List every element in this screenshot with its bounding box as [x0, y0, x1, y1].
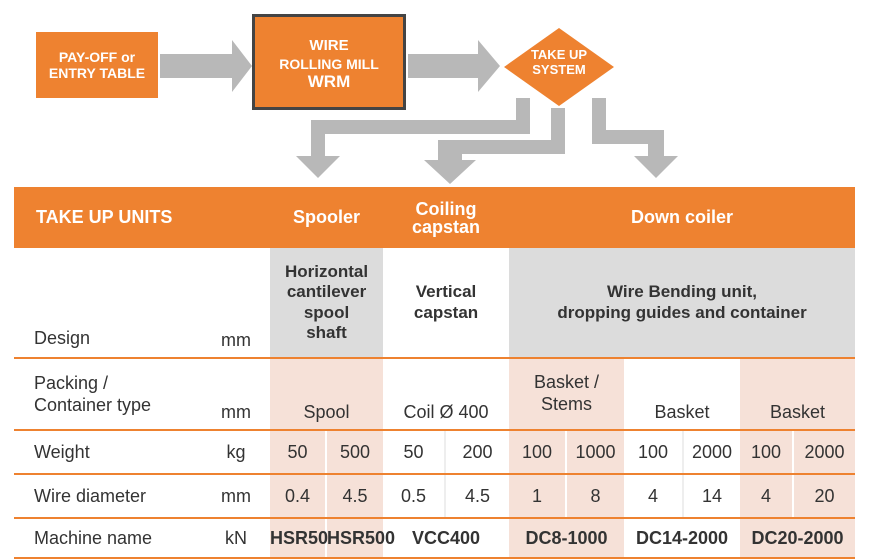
arrow-wrm-to-takeup	[408, 40, 500, 92]
weight-cell: 2000	[793, 430, 856, 475]
diameter-cell: 8	[566, 474, 625, 519]
design-capstan: Vertical capstan	[383, 248, 510, 359]
packing-basket-stems-1: Basket /	[534, 372, 600, 393]
takeup-label: TAKE UP SYSTEM	[502, 47, 616, 78]
arrow-to-spooler	[296, 98, 530, 178]
wrm-label-1: WIRE	[309, 37, 349, 54]
design-capstan-1: Vertical	[415, 282, 477, 302]
diameter-row: Wire diameter mm 0.4 4.5 0.5 4.5 1 8 4 1…	[14, 474, 856, 519]
machine-row: Machine name kN HSR50 HSR500 VCC400 DC8-…	[14, 518, 856, 559]
design-label: Design	[14, 248, 202, 359]
design-down: Wire Bending unit, dropping guides and c…	[509, 248, 856, 359]
wrm-box: WIRE ROLLING MILL WRM	[252, 14, 406, 110]
packing-spool-text: Spool	[303, 402, 350, 422]
packing-basket-stems: Basket / Stems	[509, 358, 625, 431]
design-spooler-2: cantilever	[286, 282, 367, 302]
design-unit-text: mm	[221, 330, 251, 350]
diameter-label: Wire diameter	[14, 474, 202, 519]
design-spooler: Horizontal cantilever spool shaft	[270, 248, 384, 359]
machine-dc8: DC8-1000	[509, 518, 625, 559]
header-coiling-1: Coiling	[415, 198, 477, 219]
diameter-cell: 4	[624, 474, 685, 519]
wrm-label-3: WRM	[307, 72, 351, 91]
packing-unit-text: mm	[221, 402, 251, 422]
design-down-2: dropping guides and container	[557, 302, 807, 322]
packing-coil-text: Coil Ø 400	[403, 402, 489, 422]
design-spooler-4: shaft	[306, 322, 347, 342]
design-label-text: Design	[34, 328, 91, 348]
wrm-label-2: ROLLING MILL	[279, 56, 379, 72]
weight-cell: 50	[383, 430, 447, 475]
packing-basket-a: Basket	[624, 358, 741, 431]
diameter-cell: 4.5	[445, 474, 510, 519]
diameter-cell: 0.4	[270, 474, 328, 519]
diameter-cell: 4.5	[326, 474, 384, 519]
packing-basket-stems-2: Stems	[541, 394, 593, 414]
design-row: Design mm Horizontal cantilever spool sh…	[14, 248, 856, 359]
weight-cell: 100	[624, 430, 685, 475]
machine-hsr50: HSR50	[270, 518, 328, 559]
header-down-coiler: Down coiler	[509, 187, 856, 248]
weight-row: Weight kg 50 500 50 200 100 1000 100 200…	[14, 430, 856, 475]
flow-arrows	[160, 40, 678, 184]
packing-basket-b: Basket	[740, 358, 856, 431]
design-capstan-2: capstan	[413, 302, 479, 322]
diameter-unit: mm	[202, 474, 271, 519]
payoff-box: PAY-OFF or ENTRY TABLE	[36, 32, 158, 98]
weight-unit: kg	[202, 430, 271, 475]
packing-spool: Spool	[270, 358, 384, 431]
diameter-cell: 0.5	[383, 474, 447, 519]
arrow-to-down-coiler	[592, 98, 678, 178]
machine-vcc400: VCC400	[383, 518, 510, 559]
diameter-cell: 20	[793, 474, 856, 519]
machine-dc14: DC14-2000	[624, 518, 741, 559]
machine-label: Machine name	[14, 518, 202, 559]
machine-dc20: DC20-2000	[740, 518, 856, 559]
packing-basket-b-text: Basket	[770, 402, 826, 422]
header-title: TAKE UP UNITS	[14, 187, 271, 248]
takeup-label-1: TAKE UP	[530, 47, 588, 62]
packing-label-2: Container type	[34, 395, 152, 415]
weight-cell: 200	[445, 430, 510, 475]
packing-label: Packing / Container type	[14, 358, 202, 431]
weight-cell: 500	[326, 430, 384, 475]
weight-cell: 50	[270, 430, 328, 475]
takeup-diamond	[504, 28, 614, 106]
header-coiling: Coiling capstan	[383, 187, 510, 248]
diameter-cell: 14	[683, 474, 741, 519]
machine-unit: kN	[202, 518, 271, 559]
takeup-label-2: SYSTEM	[532, 61, 586, 77]
arrow-to-capstan	[424, 108, 565, 184]
diameter-cell: 1	[509, 474, 568, 519]
table-header-row: TAKE UP UNITS Spooler Coiling capstan Do…	[14, 187, 856, 248]
design-unit: mm	[202, 248, 271, 359]
header-spooler: Spooler	[270, 187, 384, 248]
design-spooler-3: spool	[303, 302, 350, 322]
arrow-payoff-to-wrm	[160, 40, 252, 92]
packing-label-1: Packing /	[34, 372, 109, 393]
design-spooler-1: Horizontal	[284, 261, 369, 281]
weight-cell: 2000	[683, 430, 741, 475]
takeup-units-table: TAKE UP UNITS Spooler Coiling capstan Do…	[14, 187, 856, 559]
weight-cell: 100	[740, 430, 795, 475]
machine-hsr500: HSR500	[326, 518, 395, 559]
packing-coil: Coil Ø 400	[383, 358, 510, 431]
diameter-cell: 4	[740, 474, 795, 519]
packing-basket-a-text: Basket	[654, 402, 710, 422]
payoff-label: PAY-OFF or ENTRY TABLE	[48, 48, 146, 81]
packing-row: Packing / Container type mm Spool Coil Ø…	[14, 358, 856, 431]
packing-unit: mm	[202, 358, 271, 431]
weight-cell: 1000	[566, 430, 625, 475]
weight-label: Weight	[14, 430, 202, 475]
design-down-1: Wire Bending unit,	[607, 282, 758, 302]
weight-cell: 100	[509, 430, 568, 475]
header-coiling-2: capstan	[412, 216, 481, 237]
